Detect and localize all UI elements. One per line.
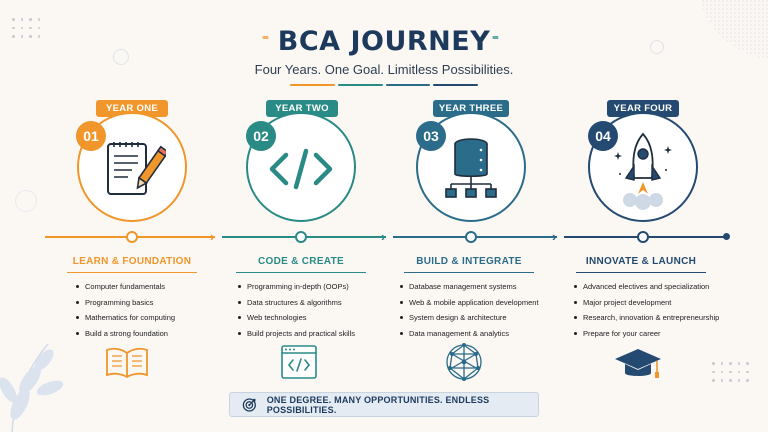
decor-stripes-corner [700,0,768,60]
footer-text: ONE DEGREE. MANY OPPORTUNITIES. ENDLESS … [266,394,490,415]
stage-title-1: LEARN & FOUNDATION [67,256,197,273]
list-item: Web & mobile application development [400,298,539,307]
list-item: Programming basics [76,298,175,307]
timeline-node-4 [637,231,649,243]
page-subtitle: Four Years. One Goal. Limitless Possibil… [254,62,514,77]
list-item: Database management systems [400,282,539,291]
open-book-icon [106,347,148,379]
timeline-node-3 [465,231,477,243]
code-window-icon [281,345,317,379]
list-item: Build a strong foundation [76,329,175,338]
list-item: Computer fundamentals [76,282,175,291]
sparkle-icon: ⁼ [262,32,269,47]
list-item: Research, innovation & entrepreneurship [574,313,719,322]
decor-circle [650,40,664,54]
footer-banner: ONE DEGREE. MANY OPPORTUNITIES. ENDLESS … [229,392,539,417]
stage-number-3: 03 [416,121,446,151]
list-item: Web technologies [238,313,355,322]
decor-circle [15,190,37,212]
timeline-arrow-icon: › [381,229,386,244]
timeline-arrow-icon: › [552,229,557,244]
timeline-end-dot [723,233,730,240]
list-item: Data structures & algorithms [238,298,355,307]
database-network-icon [445,138,497,198]
code-brackets-icon [269,148,333,190]
stage-number-2: 02 [246,121,276,151]
stage-title-4: INNOVATE & LAUNCH [576,256,706,273]
stage-list-1: Computer fundamentals Programming basics… [76,282,175,344]
stage-list-2: Programming in-depth (OOPs) Data structu… [238,282,355,344]
leaf-decor-icon [0,343,64,432]
notepad-pencil-icon [107,142,166,195]
list-item: Data management & analytics [400,329,539,338]
list-item: Build projects and practical skills [238,329,355,338]
year-badge-2: YEAR TWO [266,100,338,117]
year-badge-3: YEAR THREE [433,100,509,117]
year-badge-4: YEAR FOUR [607,100,679,117]
stage-title-2: CODE & CREATE [236,256,366,273]
list-item: Programming in-depth (OOPs) [238,282,355,291]
decor-circle [113,49,129,65]
target-icon [242,397,256,412]
decor-dot-grid-left [12,18,40,38]
timeline-node-1 [126,231,138,243]
stage-title-3: BUILD & INTEGRATE [404,256,534,273]
list-item: Prepare for your career [574,329,719,338]
list-item: System design & architecture [400,313,539,322]
sparkle-icon: ⁼ [492,32,499,47]
graduation-cap-icon [615,349,661,378]
decor-dot-grid-right [712,362,749,382]
stage-list-3: Database management systems Web & mobile… [400,282,539,344]
list-item: Advanced electives and specialization [574,282,719,291]
year-badge-1: YEAR ONE [96,100,168,117]
timeline-arrow-icon: › [210,229,215,244]
title-underline [290,84,478,87]
stage-number-1: 01 [76,121,106,151]
stage-number-4: 04 [588,121,618,151]
list-item: Mathematics for computing [76,313,175,322]
timeline-node-2 [295,231,307,243]
page-title: BCA JOURNEY [277,26,491,57]
stage-list-4: Advanced electives and specialization Ma… [574,282,719,344]
list-item: Major project development [574,298,719,307]
network-globe-icon [446,343,482,381]
rocket-launch-icon [614,132,672,210]
